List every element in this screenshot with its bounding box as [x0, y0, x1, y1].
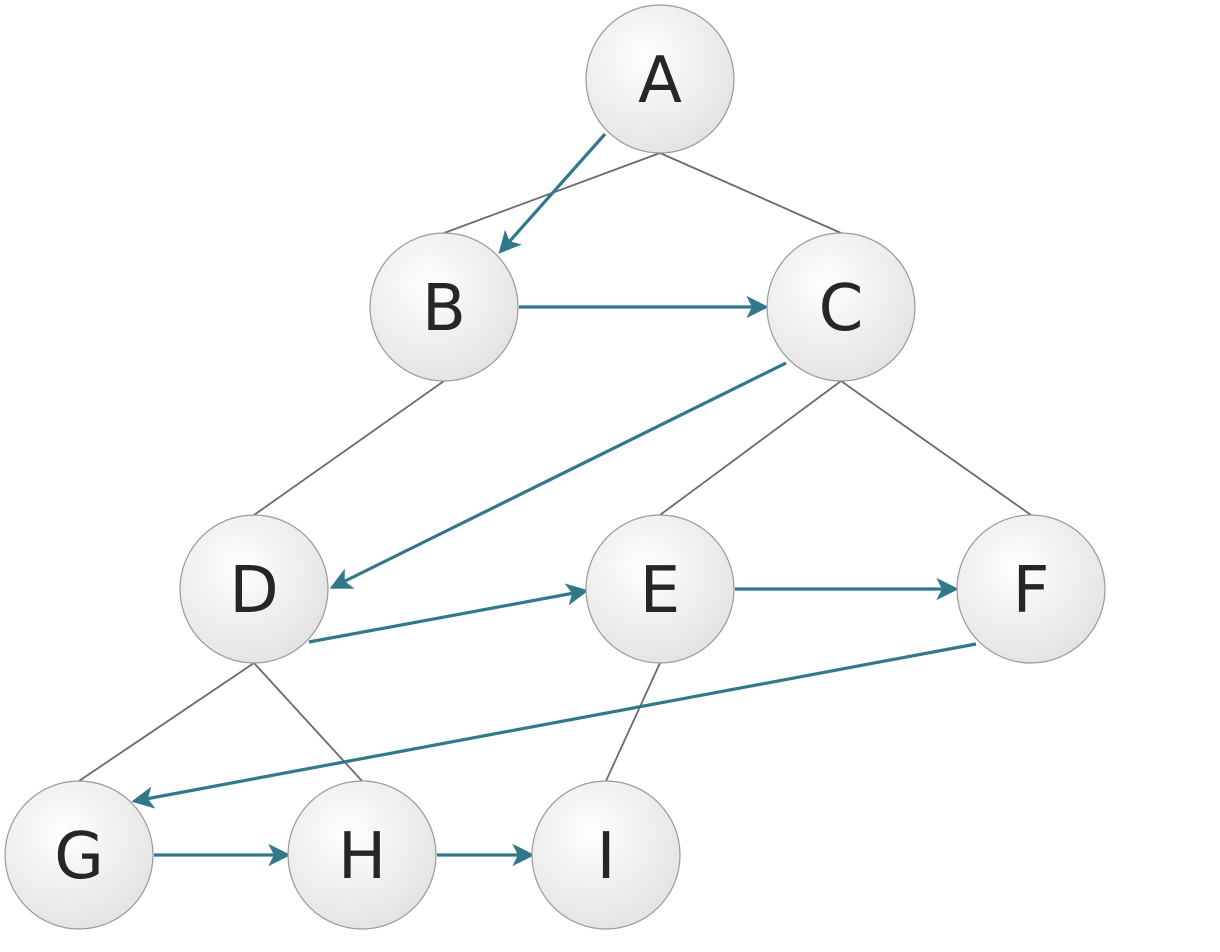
node-b-label: B: [422, 272, 466, 346]
node-f-circle: [956, 514, 1106, 664]
node-d: D: [179, 514, 329, 664]
arrow-f-g: [131, 642, 977, 809]
node-a-circle: [585, 4, 735, 154]
tree-edge-d-g: [78, 662, 255, 782]
node-g-label: G: [54, 820, 104, 894]
traversal-arrows: [131, 132, 977, 867]
tree-edge-e-i: [605, 662, 661, 782]
tree-edges: [78, 152, 1032, 782]
node-a-label: A: [638, 44, 682, 118]
node-h: H: [287, 780, 437, 930]
node-f-label: F: [1013, 554, 1050, 628]
node-i: I: [531, 780, 681, 930]
node-h-circle: [287, 780, 437, 930]
node-i-label: I: [597, 820, 616, 894]
node-d-circle: [179, 514, 329, 664]
arrow-d-e: [308, 583, 589, 644]
tree-edge-b-d: [253, 380, 445, 516]
node-f: F: [956, 514, 1106, 664]
node-b: B: [369, 232, 519, 382]
tree-edge-d-h: [253, 662, 363, 782]
arrow-a-b: [498, 132, 607, 254]
node-g-circle: [4, 780, 154, 930]
node-b-circle: [369, 232, 519, 382]
tree-edge-a-c: [659, 152, 842, 234]
tree-edge-c-f: [840, 380, 1032, 516]
node-e-circle: [585, 514, 735, 664]
node-h-label: H: [338, 820, 386, 894]
node-c: C: [766, 232, 916, 382]
tree-edge-c-e: [659, 380, 842, 516]
node-g: G: [4, 780, 154, 930]
node-c-circle: [766, 232, 916, 382]
node-c-label: C: [819, 272, 864, 346]
arrow-c-d: [329, 361, 787, 589]
node-a: A: [585, 4, 735, 154]
node-d-label: D: [229, 554, 278, 628]
nodes: A B C D E F G H: [4, 4, 1106, 930]
node-e: E: [585, 514, 735, 664]
node-e-label: E: [640, 554, 680, 628]
node-i-circle: [531, 780, 681, 930]
